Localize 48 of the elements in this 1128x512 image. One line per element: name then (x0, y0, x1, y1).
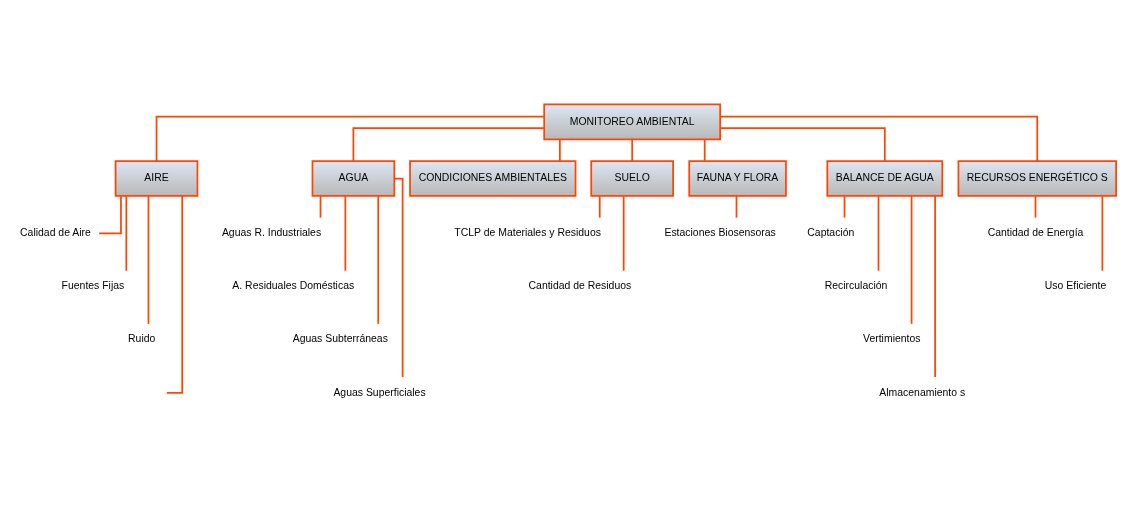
node-text: Aguas Superficiales (333, 386, 426, 398)
connector (703, 138, 706, 162)
node-text: Uso Eficiente (1044, 279, 1107, 291)
connector (719, 115, 1039, 162)
node-box: AIRE (114, 159, 199, 197)
node-text: A. Residuales Domésticas (232, 279, 355, 291)
node-box: MONITOREO AMBIENTAL (543, 103, 721, 140)
connector (559, 138, 561, 162)
node-text: Ruido (128, 332, 156, 344)
connector (155, 115, 545, 162)
connector (622, 194, 625, 272)
node-box: AGUA (311, 159, 396, 197)
connector (352, 126, 545, 162)
connector (125, 194, 128, 272)
connector (377, 194, 380, 325)
node-text: Estaciones Biosensoras (664, 226, 776, 238)
node-text: TCLP de Materiales y Residuos (454, 226, 601, 238)
node-text: Fuentes Fijas (61, 279, 125, 291)
node-box: CONDICIONES AMBIENTALES (409, 159, 577, 197)
node-text: Aguas Subterráneas (292, 332, 388, 344)
node-text: Calidad de Aire (20, 226, 91, 238)
connector (735, 194, 738, 218)
connector (910, 194, 913, 325)
node-box: RECURSOS ENERGÉTICO S (957, 159, 1117, 197)
connector (393, 177, 404, 378)
connector (165, 194, 184, 394)
node-text: Cantidad de Residuos (528, 279, 632, 291)
connector (934, 194, 936, 378)
connector (147, 194, 150, 325)
connector (319, 194, 322, 218)
connector (98, 194, 122, 234)
connector (344, 194, 347, 272)
connector (719, 126, 886, 162)
node-box: BALANCE DE AGUA (826, 159, 944, 197)
connector (631, 138, 634, 162)
connector (843, 194, 846, 218)
connector (1101, 194, 1104, 272)
node-text: Almacenamiento s (879, 386, 966, 398)
node-text: Cantidad de Energía (987, 226, 1084, 238)
node-box: SUELO (590, 159, 674, 197)
node-text: Recirculación (824, 279, 888, 291)
connector (1034, 194, 1037, 218)
node-text: Aguas R. Industriales (221, 226, 322, 238)
node-text: Captación (807, 226, 855, 238)
connector (877, 194, 880, 272)
connector (598, 194, 601, 218)
node-text: Vertimientos (863, 332, 921, 344)
node-box: FAUNA Y FLORA (688, 159, 787, 197)
